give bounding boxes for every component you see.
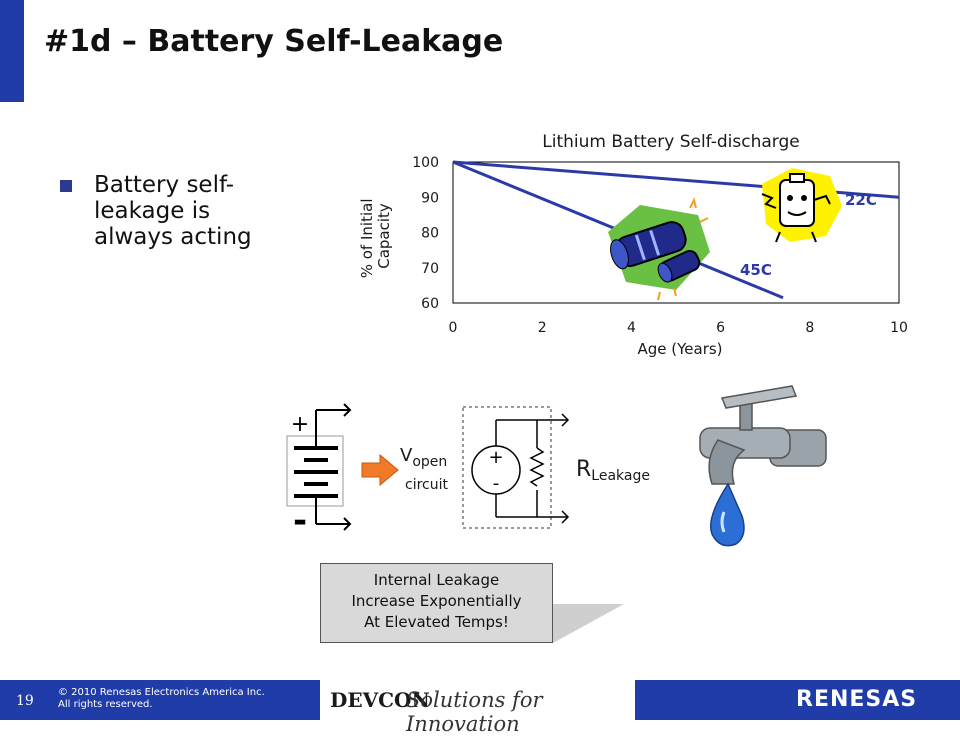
slide-graphics: Lithium Battery Self-discharge 100908070… xyxy=(286,132,908,643)
title-accent-bar xyxy=(0,0,24,102)
battery-symbol xyxy=(286,403,352,531)
y-tick-label: 90 xyxy=(421,190,439,206)
brand-area xyxy=(640,680,960,720)
x-tick-label: 8 xyxy=(805,320,814,336)
battery-minus-label: - xyxy=(293,501,307,541)
equivalent-circuit xyxy=(462,406,570,529)
x-tick-label: 10 xyxy=(890,320,908,336)
r-leakage-label: RLeakage xyxy=(576,457,650,484)
x-tick-label: 6 xyxy=(716,320,725,336)
y-tick-label: 80 xyxy=(421,226,439,242)
y-tick-labels: 100 90 80 70 60 xyxy=(412,155,439,312)
source-minus-label: - xyxy=(493,473,500,494)
page-number: 19 xyxy=(16,693,34,709)
source-plus-label: + xyxy=(488,447,503,468)
y-tick-label: 100 xyxy=(412,155,439,171)
x-tick-labels: 0 2 4 6 8 10 xyxy=(449,320,908,336)
page-title: #1d – Battery Self-Leakage xyxy=(44,24,504,59)
battery-plus-label: + xyxy=(291,412,309,437)
orange-arrow-icon xyxy=(361,453,399,487)
copyright-line: © 2010 Renesas Electronics America Inc. xyxy=(58,687,265,698)
x-tick-label: 2 xyxy=(538,320,547,336)
bullet-text: Battery self-leakage is always acting xyxy=(94,172,252,250)
hot-battery-illustration xyxy=(608,197,710,301)
renesas-logo: RENESAS xyxy=(796,687,918,712)
callout-line: Increase Exponentially xyxy=(351,592,522,610)
faucet-icon xyxy=(699,385,827,547)
callout-line: At Elevated Temps! xyxy=(364,613,509,631)
v-open-label: Vopen xyxy=(400,445,447,470)
x-tick-label: 0 xyxy=(449,320,458,336)
y-tick-label: 70 xyxy=(421,261,439,277)
series-label-45c: 45C xyxy=(740,261,772,279)
callout-line: Internal Leakage xyxy=(373,571,500,589)
y-tick-label: 60 xyxy=(421,296,439,312)
footer-tagline-area: DEVCON Solutions for Innovation xyxy=(320,680,635,736)
copyright-line: All rights reserved. xyxy=(58,699,153,710)
cool-battery-illustration xyxy=(761,168,842,243)
copyright: © 2010 Renesas Electronics America Inc. … xyxy=(58,687,318,711)
devcon-logo: DEVCON xyxy=(330,688,430,712)
bullet-marker xyxy=(60,180,72,192)
callout-box: Internal Leakage Increase Exponentially … xyxy=(320,563,553,643)
x-axis-label: Age (Years) xyxy=(637,340,722,358)
chart-title: Lithium Battery Self-discharge xyxy=(542,132,799,152)
v-circuit-label: circuit xyxy=(405,477,448,493)
x-tick-label: 4 xyxy=(627,320,636,336)
callout-shadow xyxy=(553,604,624,643)
y-axis-label: % of Initial Capacity xyxy=(358,194,393,279)
series-label-22c: 22C xyxy=(845,191,877,209)
tagline: Solutions for Innovation xyxy=(406,688,543,736)
